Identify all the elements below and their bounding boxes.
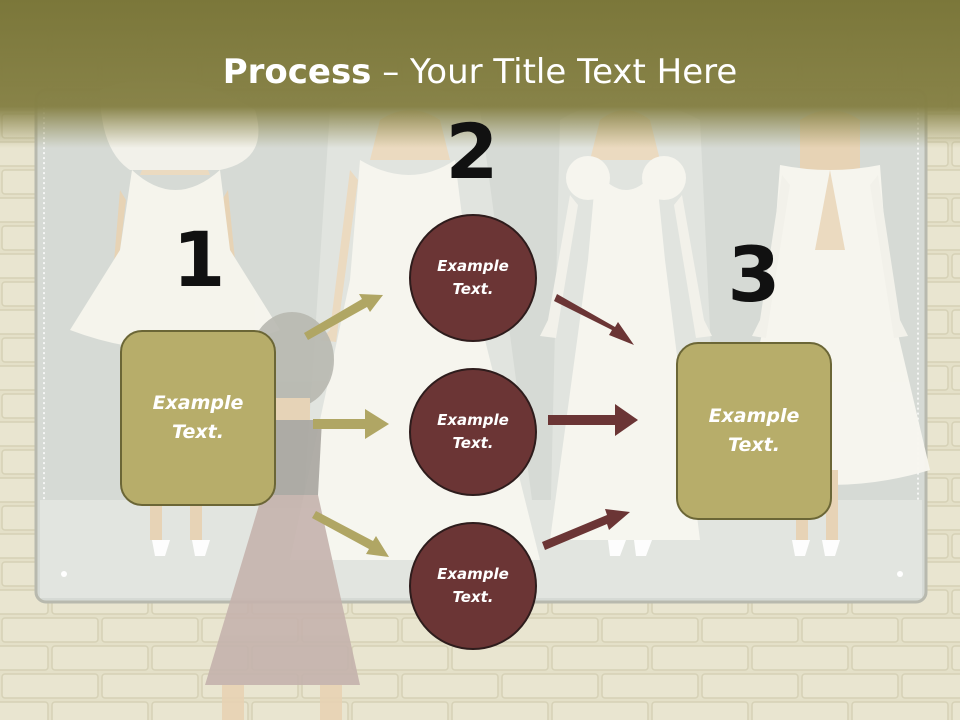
circle-3-line-2: Text. [452, 588, 494, 606]
circle-1-line-2: Text. [452, 280, 494, 298]
step-1-line-1: Example [152, 392, 244, 414]
arrows-olive [304, 294, 389, 557]
title-rest: – Your Title Text Here [371, 52, 738, 92]
step-number-1: 1 [172, 215, 226, 304]
header-band [0, 0, 960, 148]
slide-title: Process – Your Title Text Here [0, 52, 960, 92]
step-3-line-2: Text. [728, 434, 780, 456]
arrows-maroon [542, 294, 638, 550]
step-1-line-2: Text. [172, 421, 224, 443]
circle-3-line-1: Example [437, 565, 509, 583]
step-number-3: 3 [727, 230, 781, 319]
circle-2-line-1: Example [437, 411, 509, 429]
circle-1-line-1: Example [437, 257, 509, 275]
title-bold: Process [222, 52, 372, 92]
step-3-line-1: Example [708, 405, 800, 427]
circle-2-line-2: Text. [452, 434, 494, 452]
step-number-2: 2 [445, 107, 499, 196]
